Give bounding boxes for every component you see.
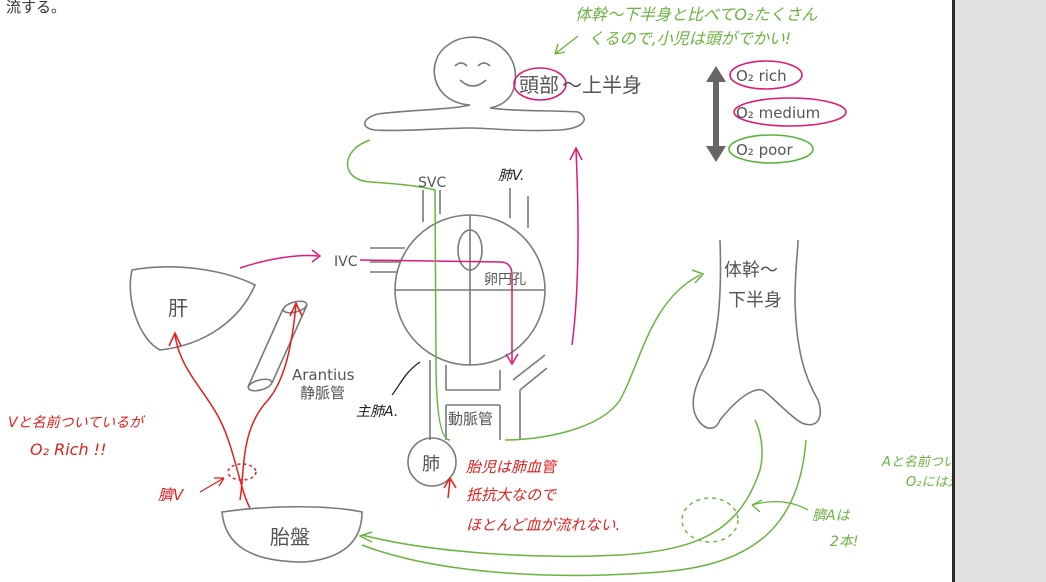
top-left-text: 流する。 — [6, 0, 66, 16]
umbilical-artery-marker — [681, 497, 739, 543]
arantius-duct — [247, 300, 308, 392]
label-lung: 肺 — [422, 454, 440, 475]
label-arantius-1: Arantius — [292, 366, 355, 384]
right-margin-strip — [952, 0, 1046, 582]
liver-outline — [129, 266, 257, 351]
note-red-center-1: 胎児は肺血管 — [466, 458, 558, 476]
label-liver: 肝 — [168, 296, 188, 320]
label-placenta: 胎盤 — [270, 525, 310, 549]
label-ductus: 動脈管 — [448, 410, 493, 428]
note-umb-a-1: 臍Aは — [812, 508, 851, 524]
body-figure — [364, 36, 585, 132]
oxygen-poor-flow — [346, 139, 807, 577]
label-head-rest: 〜上半身 — [562, 73, 642, 97]
note-top-green-arrow — [554, 35, 579, 55]
legend-poor: O₂ poor — [736, 141, 793, 159]
note-umb-a-arrow — [751, 499, 809, 513]
pulm-a-pointer — [391, 361, 421, 396]
umbilical-vein-flow — [168, 301, 457, 509]
label-ivc: IVC — [334, 254, 358, 270]
oxygen-rich-flow — [239, 146, 583, 366]
note-umb-v-arrow — [199, 477, 225, 493]
label-trunk-1: 体幹〜 — [724, 260, 778, 281]
label-foramen: 卵円孔 — [484, 272, 526, 288]
label-trunk-2: 下半身 — [728, 290, 782, 311]
note-umb-v: 臍V — [158, 486, 185, 504]
note-top-green-2: くるので,小児は頭がでかい! — [588, 29, 791, 48]
note-umb-a-2: 2本! — [830, 534, 859, 550]
oxygen-legend: O₂ rich O₂ medium O₂ poor — [706, 60, 847, 164]
note-red-left-1: Vと名前ついているが — [8, 415, 146, 431]
label-pulm-a: 主肺A. — [356, 404, 398, 420]
legend-medium: O₂ medium — [736, 104, 820, 122]
lower-body-outline — [692, 239, 822, 430]
note-red-center-3: ほとんど血が流れない. — [466, 516, 620, 534]
legend-rich: O₂ rich — [736, 67, 787, 85]
note-top-green-1: 体幹〜下半身と比べてO₂たくさん — [575, 5, 818, 24]
label-head: 頭部 — [519, 73, 559, 97]
label-arantius-2: 静脈管 — [300, 384, 345, 402]
heart-and-vessels — [370, 188, 548, 487]
label-svc: SVC — [418, 175, 446, 191]
label-pulm-v: 肺V. — [498, 168, 524, 184]
placenta-outline — [221, 505, 363, 563]
head-highlight — [513, 67, 567, 101]
note-red-center-2: 抵抗大なので — [466, 486, 557, 504]
note-red-left-2: O₂ Rich !! — [30, 440, 107, 459]
